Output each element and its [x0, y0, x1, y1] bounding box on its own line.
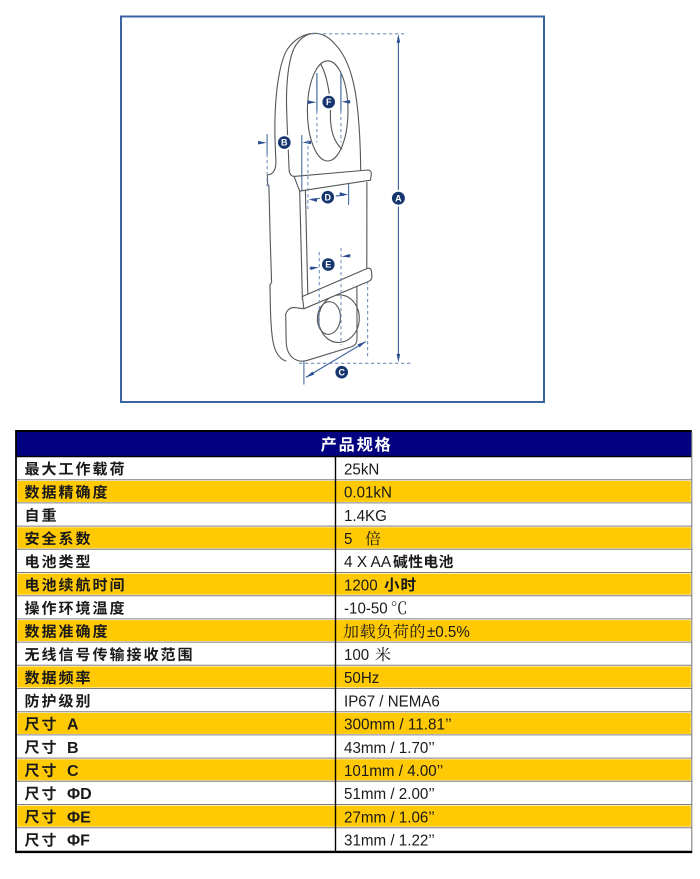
svg-text:ΦE: ΦE — [67, 809, 91, 826]
svg-text:101mm / 4.00’’: 101mm / 4.00’’ — [344, 763, 443, 780]
svg-text:51mm / 2.00’’: 51mm / 2.00’’ — [344, 786, 435, 803]
svg-text:C: C — [67, 763, 79, 780]
svg-text:100: 100 — [344, 647, 369, 664]
svg-text:25kN: 25kN — [344, 461, 379, 478]
svg-text:±0.5%: ±0.5% — [427, 624, 470, 641]
svg-text:A: A — [67, 717, 79, 734]
svg-text:D: D — [325, 192, 332, 202]
svg-text:B: B — [67, 740, 79, 757]
svg-text:IP67 / NEMA6: IP67 / NEMA6 — [344, 693, 440, 710]
svg-text:4 X AA: 4 X AA — [344, 554, 391, 571]
svg-text:31mm / 1.22’’: 31mm / 1.22’’ — [344, 833, 435, 850]
svg-text:27mm / 1.06’’: 27mm / 1.06’’ — [344, 809, 435, 826]
svg-text:5: 5 — [344, 531, 352, 548]
svg-text:F: F — [326, 97, 332, 107]
svg-text:C: C — [338, 367, 345, 377]
svg-text:-10-50: -10-50 — [344, 601, 388, 618]
svg-text:1.4KG: 1.4KG — [344, 508, 387, 525]
svg-text:50Hz: 50Hz — [344, 670, 379, 687]
svg-text:0.01kN: 0.01kN — [344, 485, 392, 502]
svg-text:A: A — [395, 193, 402, 203]
svg-text:B: B — [281, 138, 288, 148]
svg-text:ΦD: ΦD — [67, 786, 92, 803]
svg-text:43mm / 1.70’’: 43mm / 1.70’’ — [344, 740, 435, 757]
svg-text:1200: 1200 — [344, 577, 378, 594]
svg-text:ΦF: ΦF — [67, 833, 90, 850]
svg-text:E: E — [325, 260, 331, 270]
svg-text:300mm / 11.81’’: 300mm / 11.81’’ — [344, 717, 452, 734]
